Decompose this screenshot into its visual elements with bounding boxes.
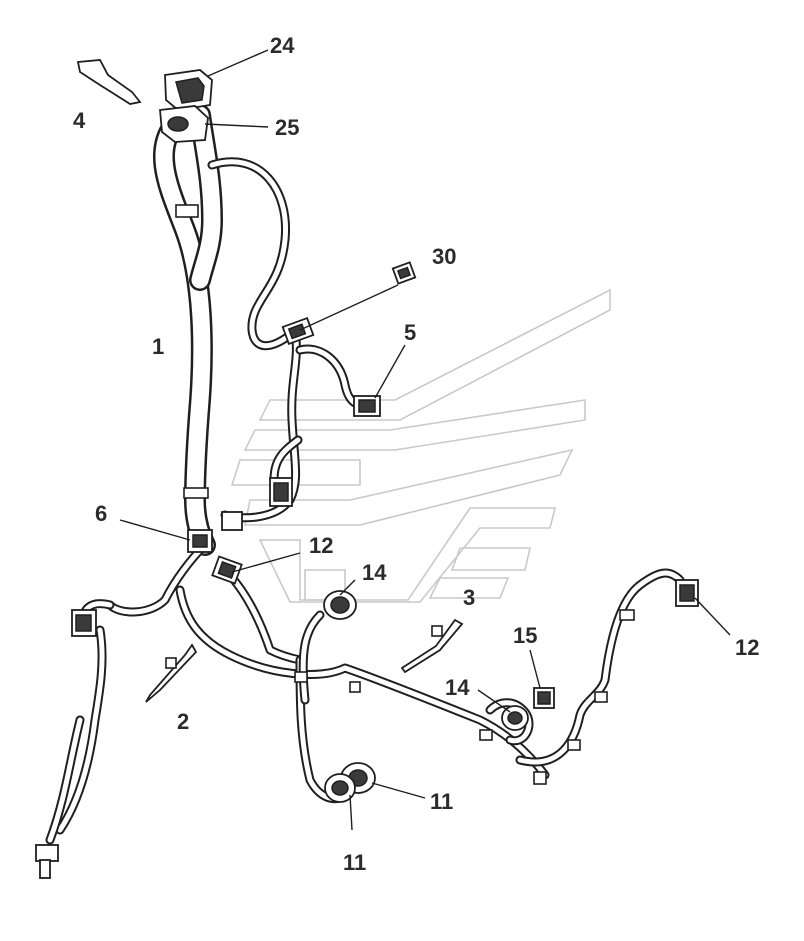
trunk-band-lower [183, 487, 209, 499]
callout-6: 6 [95, 501, 107, 526]
cable-tie-2 [145, 643, 198, 703]
connector-12-left [211, 555, 243, 585]
callout-11-bottom: 11 [343, 850, 366, 875]
callout-2: 2 [177, 709, 189, 734]
cable-tie-small [619, 609, 635, 621]
callout-30: 30 [432, 244, 456, 269]
cable-tie-small [349, 681, 361, 693]
callout-3: 3 [463, 585, 475, 610]
connector-11b [324, 773, 356, 803]
connector-block-center [269, 477, 293, 507]
connector-bottom-end [35, 844, 59, 879]
clip-4 [76, 59, 142, 105]
connector-6 [187, 511, 243, 553]
trunk-band [175, 204, 199, 218]
callout-12-right: 12 [735, 635, 759, 660]
connector-25 [159, 105, 209, 143]
callout-12-center: 12 [309, 533, 333, 558]
callout-15: 15 [513, 623, 537, 648]
cable-tie-3 [400, 618, 464, 674]
watermark-logo [230, 288, 611, 603]
callout-14-right: 14 [445, 675, 470, 700]
cable-tie-small [479, 729, 493, 741]
cable-tie-small [294, 671, 308, 683]
cable-tie-small [594, 691, 608, 703]
connector-30 [391, 261, 417, 285]
lower-harness [45, 540, 685, 845]
callout-4: 4 [73, 108, 86, 133]
connector-14-top [323, 590, 357, 620]
callout-25: 25 [275, 115, 299, 140]
connector-15 [533, 687, 555, 709]
cable-tie-small [533, 771, 547, 785]
connector-14-right [501, 705, 529, 731]
cable-tie-small [567, 739, 581, 751]
main-harness-trunk [153, 104, 223, 556]
connector-left [71, 609, 97, 637]
connector-5 [353, 395, 381, 417]
callout-24: 24 [270, 33, 295, 58]
connector-24 [164, 69, 213, 111]
connector-harness-30 [281, 316, 315, 346]
connector-12-right [675, 579, 699, 607]
callout-11-right: 11 [430, 789, 453, 814]
callout-labels: 1 2 3 4 5 6 11 11 12 12 14 14 15 24 25 3… [73, 33, 759, 875]
callout-14-top: 14 [362, 560, 387, 585]
callout-1: 1 [152, 334, 164, 359]
leader-lines [119, 49, 731, 831]
callout-5: 5 [404, 320, 416, 345]
